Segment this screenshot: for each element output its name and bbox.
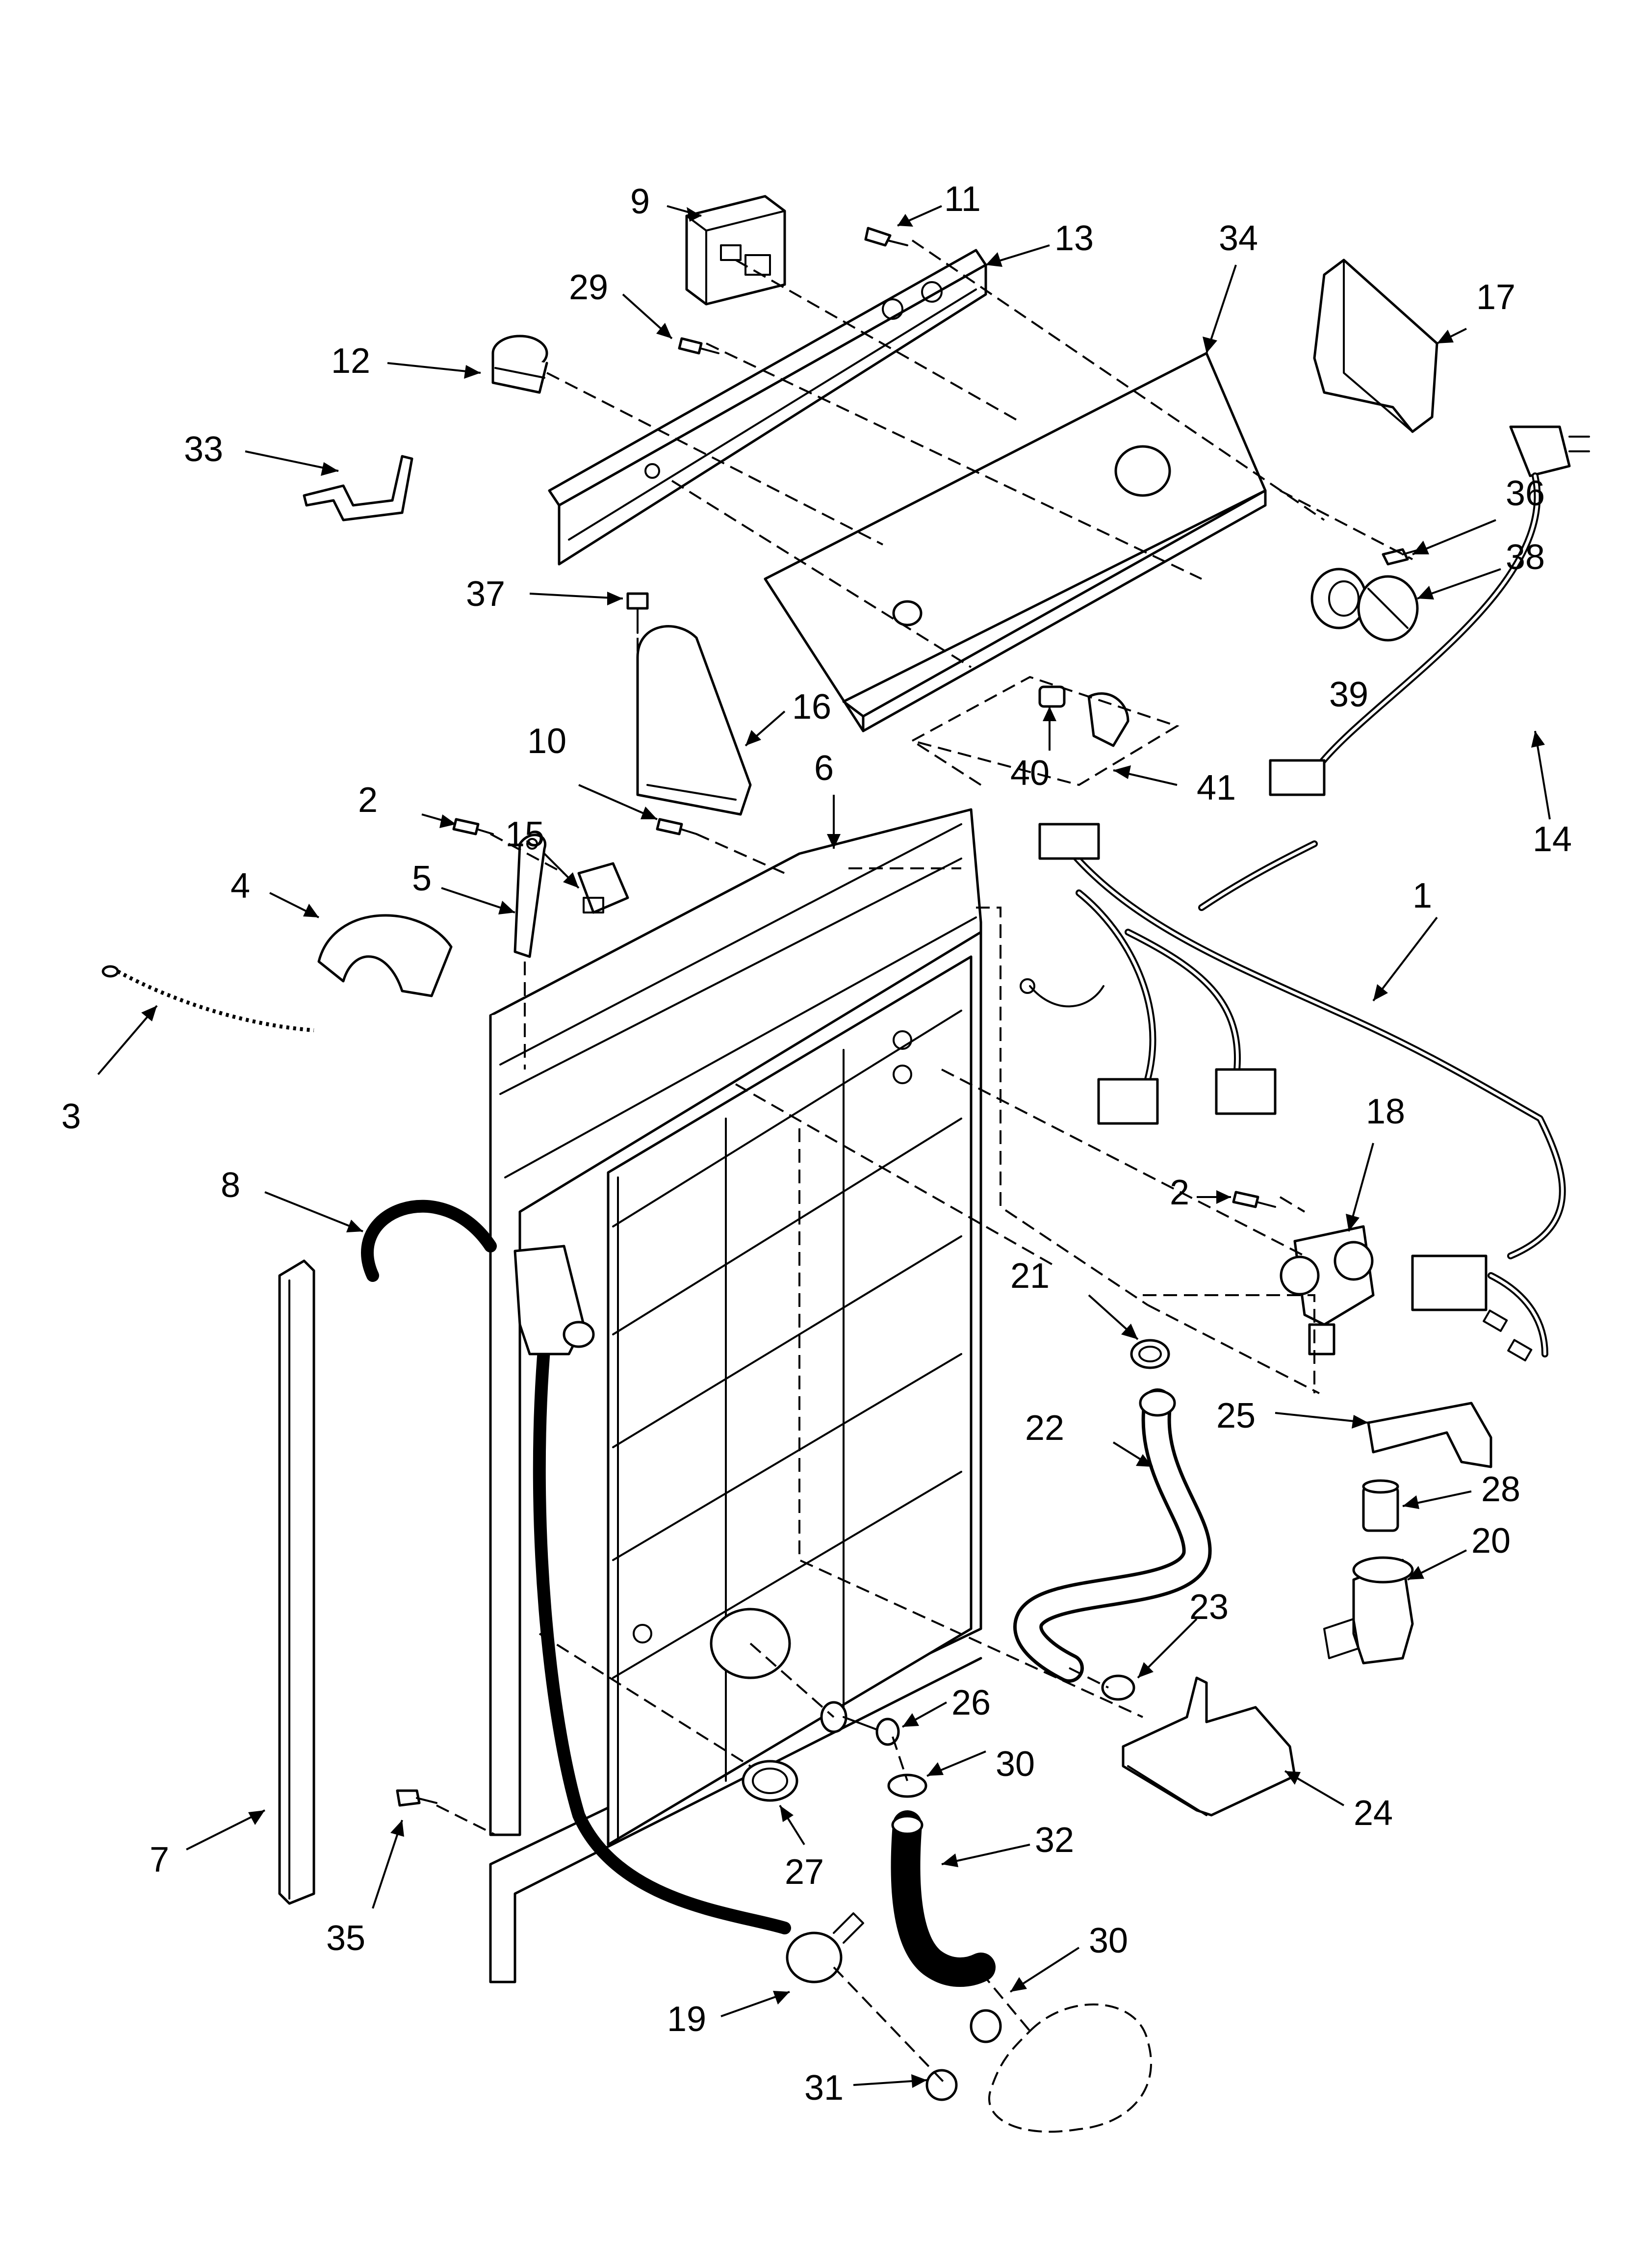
part-19-clamp <box>786 1912 864 1983</box>
part-33-bracket <box>303 455 413 521</box>
callout-10: 10 <box>527 722 566 761</box>
part-12-pressure-switch <box>491 335 548 394</box>
callout-34: 34 <box>1219 219 1258 258</box>
callout-7: 7 <box>150 1840 169 1879</box>
callout-2-lower: 2 <box>1170 1173 1189 1212</box>
part-41-outline <box>909 676 1180 786</box>
part-6-rear-panel <box>489 808 982 1983</box>
callout-26: 26 <box>951 1683 991 1722</box>
part-10-screw <box>656 818 697 835</box>
pump-reference-outline <box>988 2003 1152 2133</box>
callout-13: 13 <box>1054 219 1094 258</box>
part-36-screw <box>1382 548 1421 566</box>
part-30-clamp-upper <box>887 1773 927 1798</box>
part-31-clamp <box>925 2069 958 2101</box>
part-22-inlet-hose <box>1013 1388 1212 1683</box>
callout-4: 4 <box>231 866 250 906</box>
part-30-clamp-lower <box>970 2009 1002 2043</box>
callout-39: 39 <box>1329 675 1368 714</box>
callout-30-lower: 30 <box>1089 1921 1128 1960</box>
callout-labels: 9 11 13 34 29 17 12 33 36 38 37 39 16 10… <box>61 180 1572 2108</box>
callout-8: 8 <box>221 1166 240 1205</box>
part-9-control-board <box>685 195 786 306</box>
callout-11: 11 <box>944 180 981 219</box>
callout-31: 31 <box>804 2068 844 2108</box>
part-20-drain-pump <box>1323 1556 1414 1665</box>
part-41-knob <box>1087 692 1129 747</box>
part-4-hood <box>317 914 453 997</box>
part-29-screw <box>678 337 719 355</box>
callout-36: 36 <box>1506 474 1545 513</box>
callout-17: 17 <box>1476 278 1515 317</box>
callout-9: 9 <box>630 182 650 221</box>
callout-15: 15 <box>505 815 544 854</box>
callout-30-upper: 30 <box>996 1745 1035 1784</box>
callout-37: 37 <box>466 574 505 614</box>
part-3-tie-strap <box>102 965 314 1032</box>
callout-22: 22 <box>1025 1408 1064 1448</box>
part-14-power-cord <box>1269 425 1590 796</box>
callout-1: 1 <box>1412 876 1432 915</box>
callout-arrows <box>97 205 1551 2088</box>
part-5-strap <box>513 834 547 958</box>
callout-21: 21 <box>1010 1256 1050 1296</box>
callout-28: 28 <box>1481 1470 1520 1509</box>
callout-27: 27 <box>785 1852 824 1892</box>
part-40-knob-insert <box>1038 685 1066 708</box>
part-8-fill-hose <box>361 1199 791 1934</box>
callout-5: 5 <box>412 859 432 898</box>
part-34-console <box>764 352 1267 732</box>
part-16-end-cap <box>636 625 752 816</box>
part-2-screw-top <box>452 818 494 835</box>
callout-18: 18 <box>1366 1092 1405 1131</box>
callout-24: 24 <box>1354 1794 1393 1833</box>
callout-16: 16 <box>792 687 831 727</box>
callout-12: 12 <box>331 341 370 381</box>
callout-38: 38 <box>1506 538 1545 577</box>
part-26-plug <box>820 1701 900 1746</box>
part-39-knob-skirt <box>1310 568 1367 629</box>
part-25-bracket <box>1367 1402 1492 1468</box>
part-35-screw <box>396 1789 437 1807</box>
callout-25: 25 <box>1216 1396 1256 1435</box>
part-17-end-cap <box>1313 259 1438 433</box>
part-2-screw-lower <box>1232 1191 1276 1208</box>
part-21-clamp <box>1130 1339 1170 1369</box>
part-11-screw <box>864 227 908 247</box>
callout-6: 6 <box>814 749 834 788</box>
callout-29: 29 <box>569 268 608 307</box>
part-28-capacitor <box>1362 1479 1399 1532</box>
callout-20: 20 <box>1471 1521 1511 1561</box>
part-27-clamp <box>742 1760 798 1802</box>
part-24-shield <box>1122 1676 1296 1817</box>
callout-40: 40 <box>1010 754 1050 793</box>
callout-41: 41 <box>1197 768 1236 808</box>
callout-3: 3 <box>61 1097 81 1136</box>
callout-33: 33 <box>184 430 223 469</box>
part-7-corner-post <box>278 1259 315 1905</box>
part-15-lid-switch <box>577 862 629 914</box>
part-1-wire-harness <box>1020 823 1566 1311</box>
part-38-knob <box>1357 575 1419 642</box>
callout-19: 19 <box>667 2000 706 2039</box>
callout-14: 14 <box>1533 820 1572 859</box>
part-37-screw <box>626 592 649 634</box>
part-32-drain-hose <box>891 1810 996 1987</box>
callout-35: 35 <box>326 1919 365 1958</box>
part-23-clamp <box>1101 1674 1135 1701</box>
assembly-lines <box>436 239 1413 2086</box>
callout-23: 23 <box>1189 1588 1229 1627</box>
callout-2-top: 2 <box>358 781 378 820</box>
callout-32: 32 <box>1035 1821 1074 1860</box>
